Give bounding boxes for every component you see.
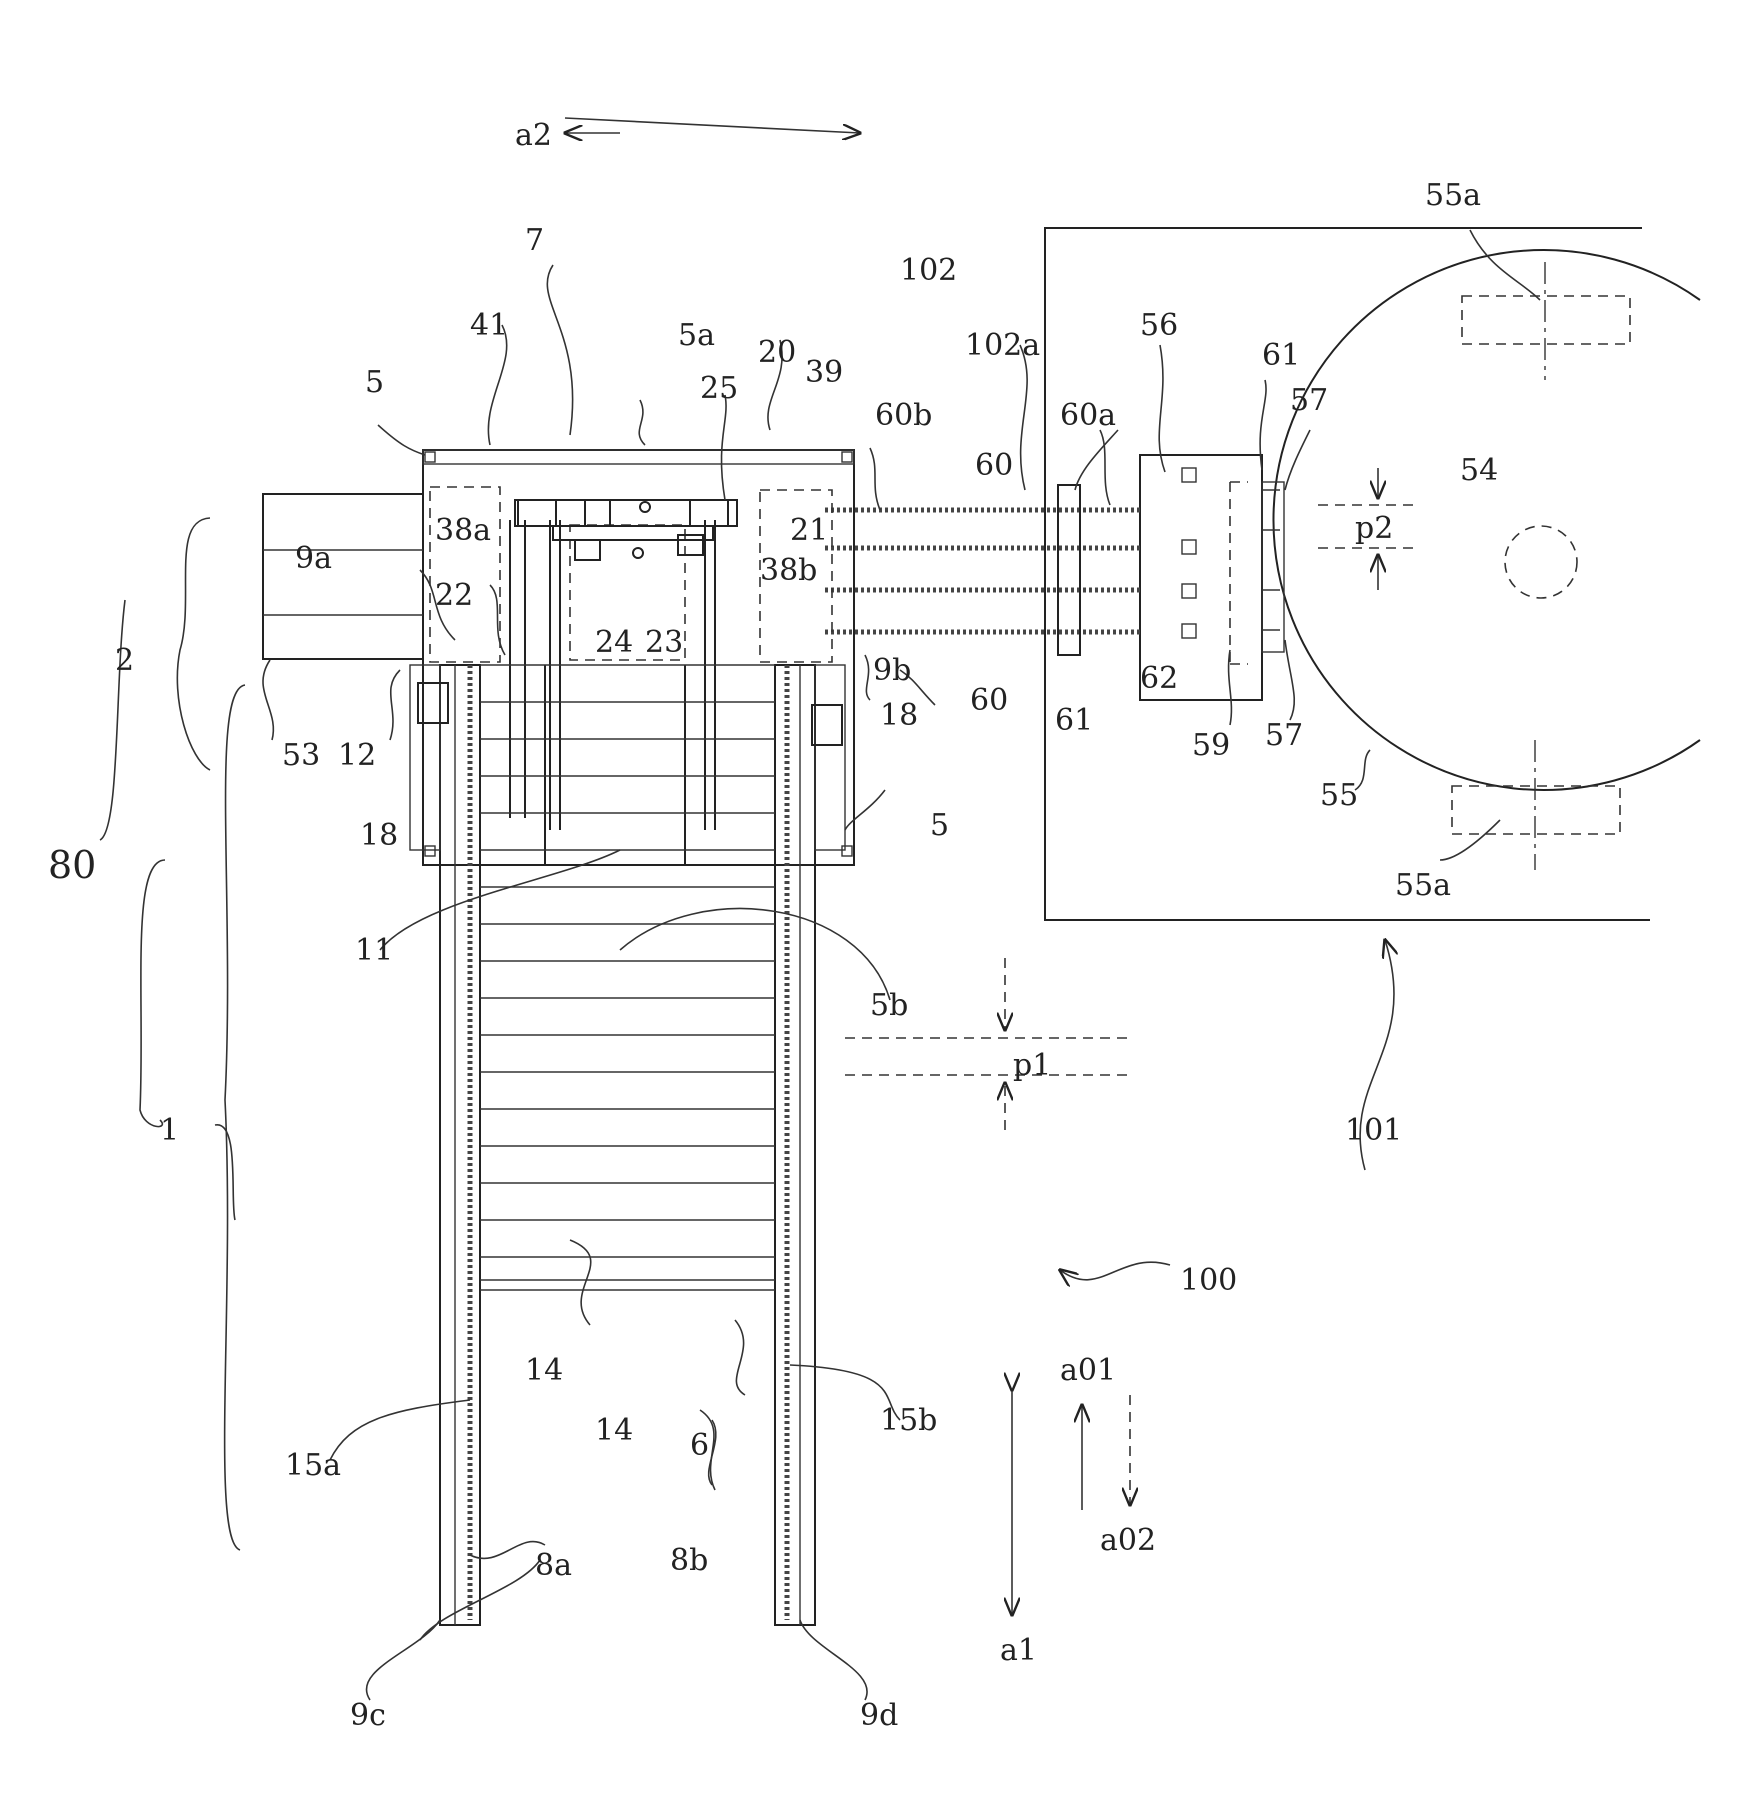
label-9a: 9a: [295, 541, 332, 576]
label-61-top: 61: [1262, 338, 1300, 373]
rails-60: [825, 485, 1140, 655]
reference-labels: a2 7 102 55a 5 41 5a 20 39 25 102a 56 61…: [48, 118, 1498, 1733]
label-25: 25: [700, 371, 738, 406]
label-a1: a1: [1000, 1633, 1037, 1668]
label-57-bot: 57: [1265, 718, 1303, 753]
label-41: 41: [470, 308, 508, 343]
label-22: 22: [435, 578, 473, 613]
label-a01: a01: [1060, 1353, 1116, 1388]
label-7: 7: [525, 223, 544, 258]
label-9d: 9d: [860, 1698, 898, 1733]
label-100: 100: [1180, 1263, 1237, 1298]
label-53: 53: [282, 738, 320, 773]
label-p1: p1: [1013, 1048, 1051, 1083]
label-38a: 38a: [435, 513, 491, 548]
label-18-left: 18: [360, 818, 398, 853]
label-102: 102: [900, 253, 957, 288]
upper-assembly-7: [263, 450, 854, 865]
label-61-mid: 61: [1055, 703, 1093, 738]
label-55a-bot: 55a: [1395, 868, 1451, 903]
label-60b: 60b: [875, 398, 932, 433]
label-14-a: 14: [525, 1353, 563, 1388]
label-11: 11: [355, 933, 393, 968]
label-57-top: 57: [1290, 383, 1328, 418]
machine-frame-101: [1045, 228, 1650, 920]
label-60a: 60a: [1060, 398, 1116, 433]
label-62: 62: [1140, 661, 1178, 696]
shaft-54: [1505, 526, 1577, 598]
label-6: 6: [690, 1428, 709, 1463]
label-55a-top: 55a: [1425, 178, 1481, 213]
label-20: 20: [758, 335, 796, 370]
turntable-55: [1273, 250, 1700, 870]
label-101: 101: [1345, 1113, 1402, 1148]
label-2: 2: [115, 643, 134, 678]
label-18-right: 18: [880, 698, 918, 733]
label-38b: 38b: [760, 553, 817, 588]
label-8a: 8a: [535, 1548, 572, 1583]
label-80: 80: [48, 843, 96, 887]
label-60-mid: 60: [970, 683, 1008, 718]
label-55: 55: [1320, 778, 1358, 813]
label-5-right: 5: [930, 808, 949, 843]
label-14-b: 14: [595, 1413, 633, 1448]
direction-arrows: [845, 468, 1418, 1615]
conveyor-6: [410, 665, 845, 1625]
label-102a: 102a: [965, 328, 1040, 363]
label-24: 24: [595, 625, 633, 660]
label-1: 1: [160, 1113, 179, 1148]
label-5a: 5a: [678, 318, 715, 353]
label-9b: 9b: [873, 653, 911, 688]
label-15a: 15a: [285, 1448, 341, 1483]
label-8b: 8b: [670, 1543, 708, 1578]
label-23: 23: [645, 625, 683, 660]
label-54: 54: [1460, 453, 1498, 488]
label-p2: p2: [1355, 511, 1393, 546]
label-21: 21: [790, 513, 828, 548]
label-5b: 5b: [870, 988, 908, 1023]
label-12: 12: [338, 738, 376, 773]
label-9c: 9c: [350, 1698, 386, 1733]
label-a2: a2: [515, 118, 552, 153]
label-59: 59: [1192, 728, 1230, 763]
label-a02: a02: [1100, 1523, 1156, 1558]
label-5-top: 5: [365, 365, 384, 400]
label-39: 39: [805, 355, 843, 390]
label-56: 56: [1140, 308, 1178, 343]
label-15b: 15b: [880, 1403, 937, 1438]
label-60-top: 60: [975, 448, 1013, 483]
